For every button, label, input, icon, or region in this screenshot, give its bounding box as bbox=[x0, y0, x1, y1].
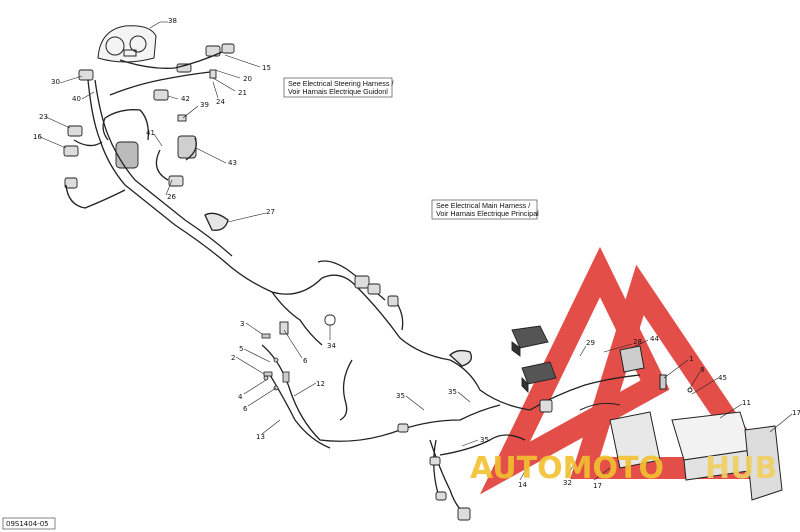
callout-35-lower: 35 bbox=[480, 436, 489, 444]
svg-text:See Electrical Steering Harnes: See Electrical Steering Harness / bbox=[288, 79, 393, 88]
callout-35-left: 35 bbox=[396, 392, 405, 400]
callout-15: 15 bbox=[262, 64, 271, 72]
callout-43: 43 bbox=[228, 159, 237, 167]
steering-harness-note: See Electrical Steering Harness / Voir H… bbox=[283, 77, 393, 98]
callout-26: 26 bbox=[167, 193, 176, 201]
relay-modules bbox=[511, 325, 557, 394]
callout-21: 21 bbox=[238, 89, 247, 97]
watermark-text: AUTOMOTO HUB bbox=[470, 451, 777, 486]
steering-harness-wires bbox=[65, 51, 323, 295]
callout-23: 23 bbox=[39, 113, 48, 121]
callout-34: 34 bbox=[327, 342, 336, 350]
callout-41: 41 bbox=[146, 129, 155, 137]
callout-30: 30 bbox=[51, 78, 60, 86]
callout-32: 32 bbox=[563, 479, 572, 487]
callout-17-lower: 17 bbox=[593, 482, 602, 490]
callout-27: 27 bbox=[266, 208, 275, 216]
callout-12: 12 bbox=[316, 380, 325, 388]
callout-labels: 38 15 20 30 40 21 24 42 39 23 16 41 43 2… bbox=[33, 17, 800, 490]
figure-code-box: 09S1404-05 bbox=[2, 517, 56, 530]
instrument-cluster bbox=[97, 25, 157, 63]
svg-text:Voir Harnais Electrique Princi: Voir Harnais Electrique Principal bbox=[436, 209, 539, 218]
callout-14: 14 bbox=[518, 481, 527, 489]
callout-20: 20 bbox=[243, 75, 252, 83]
callout-39: 39 bbox=[200, 101, 209, 109]
callout-1: 1 bbox=[689, 355, 693, 363]
callout-2: 2 bbox=[231, 354, 235, 362]
callout-11: 11 bbox=[742, 399, 751, 407]
callout-8: 8 bbox=[700, 366, 704, 374]
callout-13: 13 bbox=[256, 433, 265, 441]
callout-6-lower: 6 bbox=[243, 405, 248, 413]
callout-4: 4 bbox=[238, 393, 243, 401]
callout-28: 28 bbox=[633, 338, 642, 346]
callout-44: 44 bbox=[650, 335, 659, 343]
harness-connectors bbox=[279, 275, 553, 521]
callout-35-middle: 35 bbox=[448, 388, 457, 396]
figure-code: 09S1404-05 bbox=[6, 520, 49, 528]
callout-38: 38 bbox=[168, 17, 177, 25]
battery-assembly bbox=[579, 345, 783, 501]
callout-42: 42 bbox=[181, 95, 190, 103]
callout-3: 3 bbox=[240, 320, 244, 328]
callout-40: 40 bbox=[72, 95, 81, 103]
callout-5: 5 bbox=[239, 345, 243, 353]
switch-cluster bbox=[63, 43, 235, 189]
callout-17-right: 17 bbox=[792, 409, 800, 417]
main-harness-note: See Electrical Main Harness / Voir Harna… bbox=[431, 199, 539, 220]
callout-24: 24 bbox=[216, 98, 225, 106]
leader-lines bbox=[39, 21, 793, 481]
callout-45: 45 bbox=[718, 374, 727, 382]
watermark-hub: HUB bbox=[705, 451, 777, 486]
callout-16: 16 bbox=[33, 133, 42, 141]
callout-29: 29 bbox=[586, 339, 595, 347]
svg-text:See Electrical Main Harness /: See Electrical Main Harness / bbox=[436, 201, 530, 210]
callout-6-upper: 6 bbox=[303, 357, 308, 365]
watermark-automoto: AUTOMOTO bbox=[470, 451, 664, 486]
svg-text:Voir Harnais Electrique Guidon: Voir Harnais Electrique Guidonl bbox=[288, 87, 388, 96]
small-hardware bbox=[261, 333, 290, 391]
